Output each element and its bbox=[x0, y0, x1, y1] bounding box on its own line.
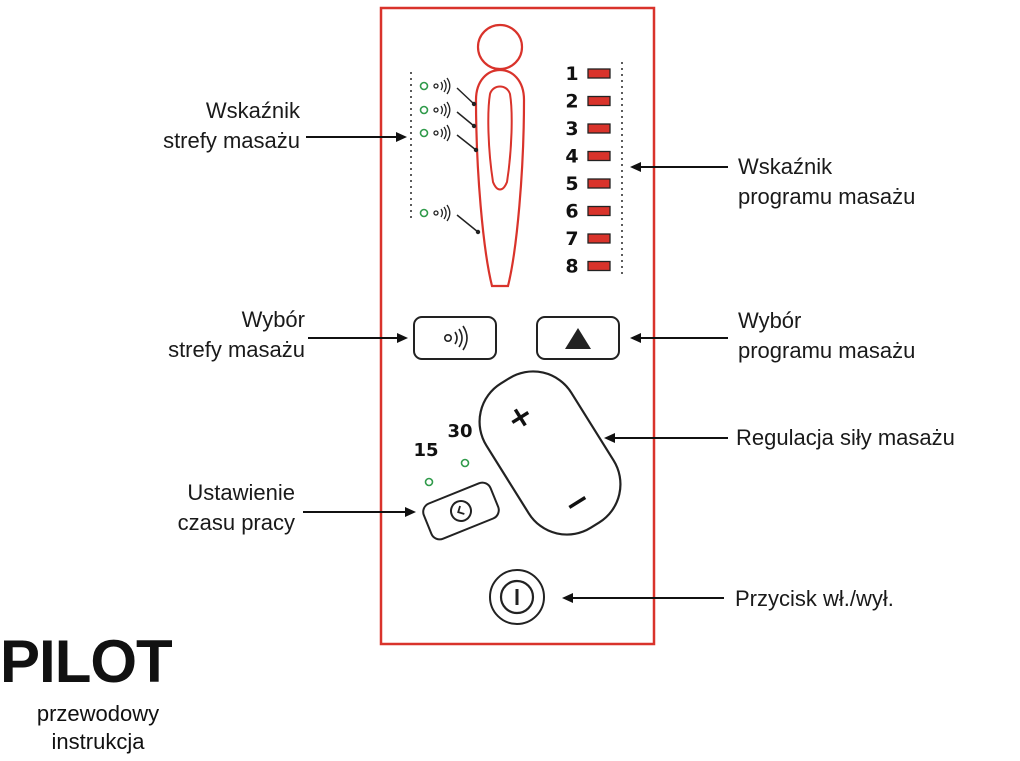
label-zone-select-line1: Wybór bbox=[241, 307, 305, 332]
program-number-4: 4 bbox=[565, 146, 578, 168]
label-timer-line1: Ustawienie bbox=[187, 480, 295, 505]
program-indicator-leds: 1 2 3 4 5 6 7 8 bbox=[565, 63, 611, 278]
power-button[interactable] bbox=[489, 569, 545, 625]
page-subtitle-line2: instrukcja bbox=[51, 729, 145, 754]
triangle-up-icon bbox=[565, 328, 591, 349]
label-zone-select: Wybór strefy masażu bbox=[150, 305, 305, 365]
intensity-rocker[interactable] bbox=[463, 354, 638, 551]
program-led-5 bbox=[587, 178, 611, 189]
program-number-2: 2 bbox=[565, 91, 578, 113]
program-number-7: 7 bbox=[565, 228, 578, 250]
label-timer: Ustawienie czasu pracy bbox=[130, 478, 295, 538]
program-led-2 bbox=[587, 95, 611, 107]
zone-led-1 bbox=[419, 77, 477, 107]
zone-led-2 bbox=[419, 101, 477, 129]
timer-value-30: 30 bbox=[447, 421, 472, 442]
program-number-1: 1 bbox=[565, 63, 578, 85]
figure-body bbox=[474, 68, 526, 288]
label-power: Przycisk wł./wył. bbox=[735, 584, 894, 614]
label-intensity: Regulacja siły masażu bbox=[736, 423, 955, 453]
page-title: PILOT bbox=[0, 628, 173, 695]
label-zone-select-line2: strefy masażu bbox=[168, 337, 305, 362]
program-led-4 bbox=[587, 150, 611, 162]
program-select-button[interactable] bbox=[536, 316, 620, 360]
label-zone-indicator: Wskaźnik strefy masażu bbox=[150, 96, 300, 156]
label-program-indicator: Wskaźnik programu masażu bbox=[738, 152, 915, 212]
program-number-8: 8 bbox=[565, 256, 578, 278]
clock-icon bbox=[450, 500, 472, 522]
program-number-6: 6 bbox=[565, 201, 578, 223]
zone-led-3 bbox=[419, 124, 479, 153]
label-program-select-line1: Wybór bbox=[738, 308, 802, 333]
timer-button[interactable] bbox=[421, 480, 502, 542]
timer-led-15 bbox=[424, 477, 434, 487]
page-subtitle: przewodowy instrukcja bbox=[18, 700, 178, 756]
timer-led-30 bbox=[460, 458, 470, 468]
zone-led-4 bbox=[419, 204, 481, 235]
figure-inner bbox=[487, 85, 513, 191]
label-power-line1: Przycisk wł./wył. bbox=[735, 586, 894, 611]
program-number-5: 5 bbox=[565, 173, 578, 195]
label-program-select-line2: programu masażu bbox=[738, 338, 916, 363]
label-program-indicator-line2: programu masażu bbox=[738, 184, 916, 209]
program-led-1 bbox=[587, 68, 611, 79]
program-number-3: 3 bbox=[565, 118, 578, 140]
figure-head bbox=[476, 23, 524, 71]
zone-select-button[interactable] bbox=[413, 316, 497, 360]
zone-indicator-leds bbox=[419, 77, 481, 235]
vibration-waves-icon bbox=[443, 325, 468, 351]
page-subtitle-line1: przewodowy bbox=[36, 701, 160, 726]
remote-panel bbox=[379, 6, 656, 646]
callout-arrows bbox=[303, 132, 728, 603]
timer-value-15: 15 bbox=[413, 440, 438, 461]
label-program-select: Wybór programu masażu bbox=[738, 306, 915, 366]
label-timer-line2: czasu pracy bbox=[177, 510, 295, 535]
label-intensity-line1: Regulacja siły masażu bbox=[736, 425, 955, 450]
label-program-indicator-line1: Wskaźnik bbox=[738, 154, 833, 179]
program-led-3 bbox=[587, 123, 611, 134]
program-led-8 bbox=[587, 260, 611, 272]
program-led-6 bbox=[587, 205, 611, 217]
program-led-7 bbox=[587, 233, 611, 244]
label-zone-indicator-line1: Wskaźnik bbox=[205, 98, 300, 123]
label-zone-indicator-line2: strefy masażu bbox=[163, 128, 300, 153]
